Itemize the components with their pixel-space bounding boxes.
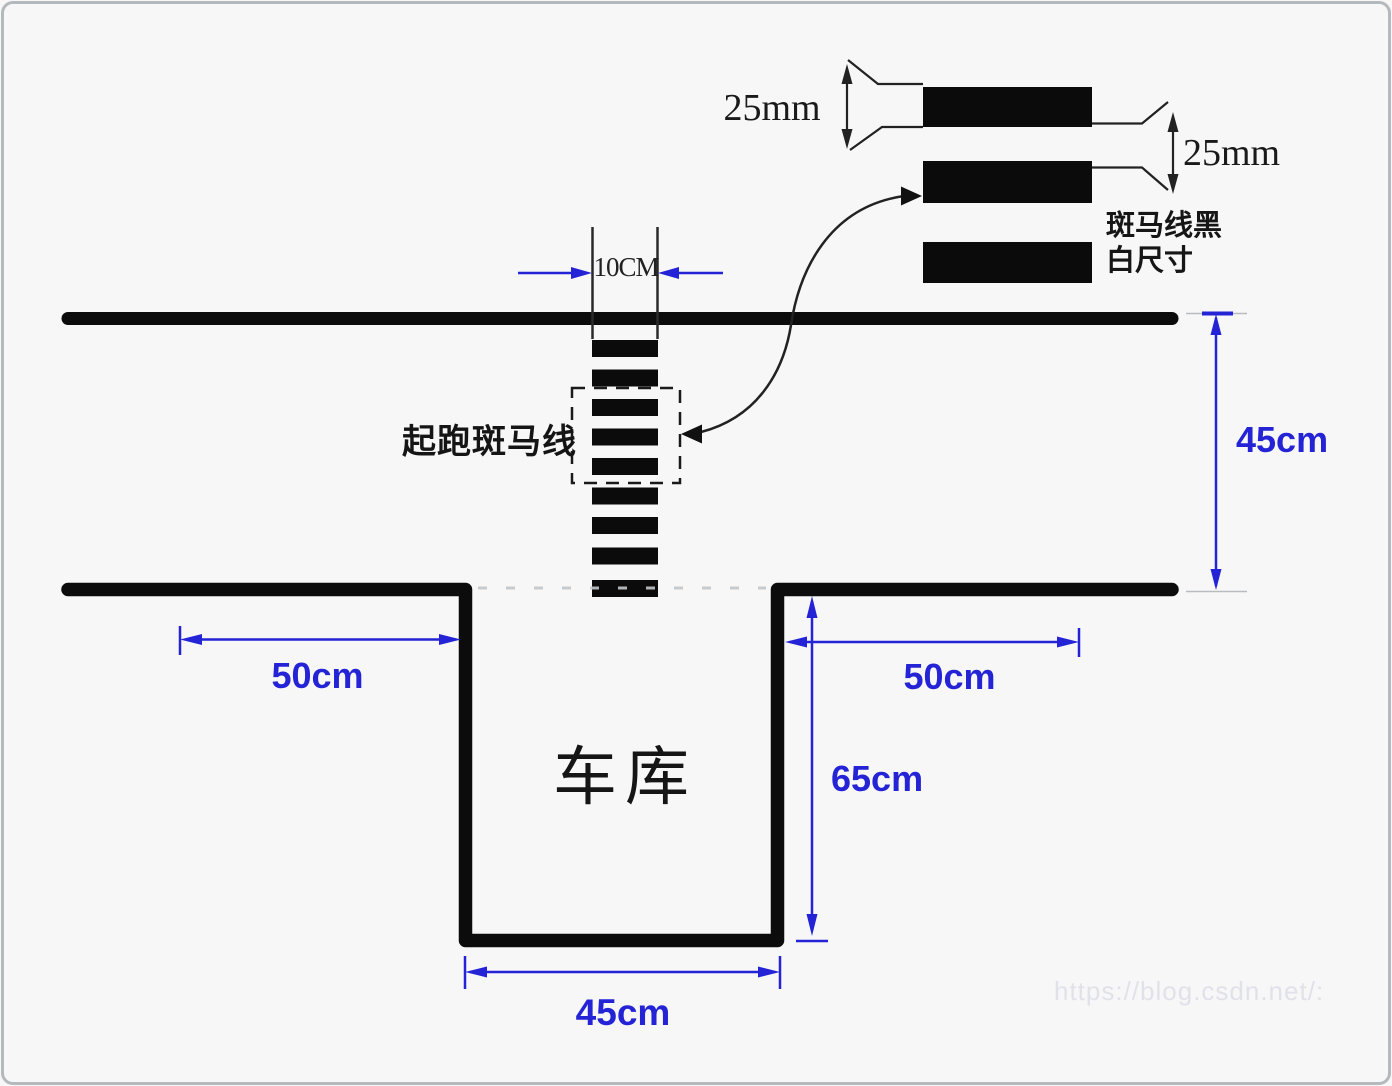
track-width-label: 45cm [1236,419,1329,460]
detail-right-dimension [1092,101,1175,191]
arrowhead-right-icon [758,966,780,978]
arrowhead-up-icon [1167,112,1179,132]
dim-track-width-45cm [1186,311,1247,593]
arrowhead-down-icon [841,129,853,149]
arrowhead-down-icon [806,914,818,936]
track-lines [61,312,1179,948]
arrowhead-left-icon [465,966,487,978]
arrowhead-left-icon [658,267,679,279]
garage-depth-label: 65cm [831,758,924,799]
dim-right-offset-50cm [785,628,1081,657]
arrowhead-right-icon [439,634,461,645]
zebra-crossing [478,227,766,597]
zebra-stripe [592,458,658,475]
arrowhead-up-icon [1210,314,1222,335]
zebra-stripe [592,340,658,357]
dim-garage-depth-65cm [796,596,828,943]
detail-left-dimension [845,59,923,151]
zebra-stripe [592,399,658,416]
zebra-stripe [592,487,658,505]
right-offset-label: 50cm [903,656,996,697]
garage-label: 车库 [553,741,697,813]
arrowhead-up-icon [806,596,818,618]
leader-arrowhead-right-icon [901,186,922,206]
arrowhead-down-icon [1167,174,1179,194]
arrowhead-down-icon [1210,569,1222,590]
dim-left-offset-50cm [178,626,461,655]
leader-curve [700,194,905,434]
dim-garage-width-45cm [463,956,782,989]
detail-gap-width-label: 25mm [1183,132,1281,174]
crossing-width-label: 10CM [593,252,659,282]
watermark-text: https://blog.csdn.net/: [1054,976,1325,1006]
arrowhead-up-icon [841,64,853,84]
detail-bar [923,242,1092,283]
extension-line [847,59,923,86]
leader-arrowhead-left-icon [681,424,702,444]
detail-bars [923,87,1092,283]
extension-line [849,125,923,151]
extension-line [1092,101,1169,125]
detail-bar [923,161,1092,203]
stripe-detail-callout [681,59,1179,444]
zebra-stripe [592,547,658,565]
left-offset-label: 50cm [271,655,364,696]
detail-bar-width-label: 25mm [723,87,821,129]
zebra-stripes [592,340,658,597]
arrowhead-left-icon [785,636,807,648]
detail-caption-line1: 斑马线黑 [1106,210,1223,242]
extension-line [1092,166,1169,191]
detail-caption-line2: 白尺寸 [1106,245,1194,277]
detail-bar [923,87,1092,127]
arrowhead-right-icon [571,267,592,279]
track-bottom-and-garage-outline [61,582,1179,948]
arrowhead-right-icon [1057,636,1079,648]
crossing-name-label: 起跑斑马线 [402,423,577,461]
zebra-stripe [592,369,658,387]
arrowhead-left-icon [180,634,202,645]
zebra-stripe [592,428,658,446]
garage-width-label: 45cm [575,992,671,1033]
zebra-stripe [592,517,658,534]
crossing-highlight-dashed-box [570,386,682,485]
crossing-width-dimension [518,267,723,279]
